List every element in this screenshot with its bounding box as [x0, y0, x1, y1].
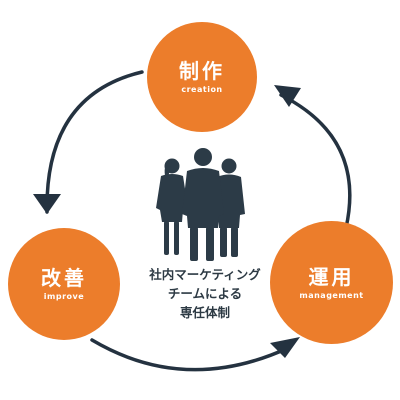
- node-improve-label: 改善: [41, 266, 87, 290]
- person-woman-icon: [156, 158, 188, 255]
- center-caption-line-2: チームによる: [167, 286, 243, 301]
- node-management-sublabel: management: [299, 290, 364, 300]
- arrowhead-improve-to-management: [270, 337, 300, 358]
- arrowhead-management-to-creation: [274, 85, 301, 107]
- node-management-label: 運用: [308, 264, 355, 289]
- business-team-icon: [156, 148, 245, 261]
- person-man-center-icon: [182, 148, 224, 261]
- center-caption-line-3: 専任体制: [179, 305, 230, 320]
- arrow-improve-to-management: [90, 338, 290, 372]
- arrow-management-to-creation: [279, 93, 352, 230]
- node-creation-label: 制作: [179, 59, 225, 83]
- center-caption-line-1: 社内マーケティング: [149, 267, 261, 282]
- node-management: 運用 management: [270, 221, 393, 344]
- center-caption: 社内マーケティング チームによる 専任体制: [120, 265, 290, 322]
- node-creation-sublabel: creation: [181, 85, 223, 94]
- arrowhead-creation-to-improve: [33, 194, 61, 214]
- node-improve-sublabel: improve: [43, 292, 85, 301]
- arrow-creation-to-improve: [45, 70, 144, 214]
- node-creation: 制作 creation: [147, 22, 257, 132]
- node-improve: 改善 improve: [8, 228, 120, 340]
